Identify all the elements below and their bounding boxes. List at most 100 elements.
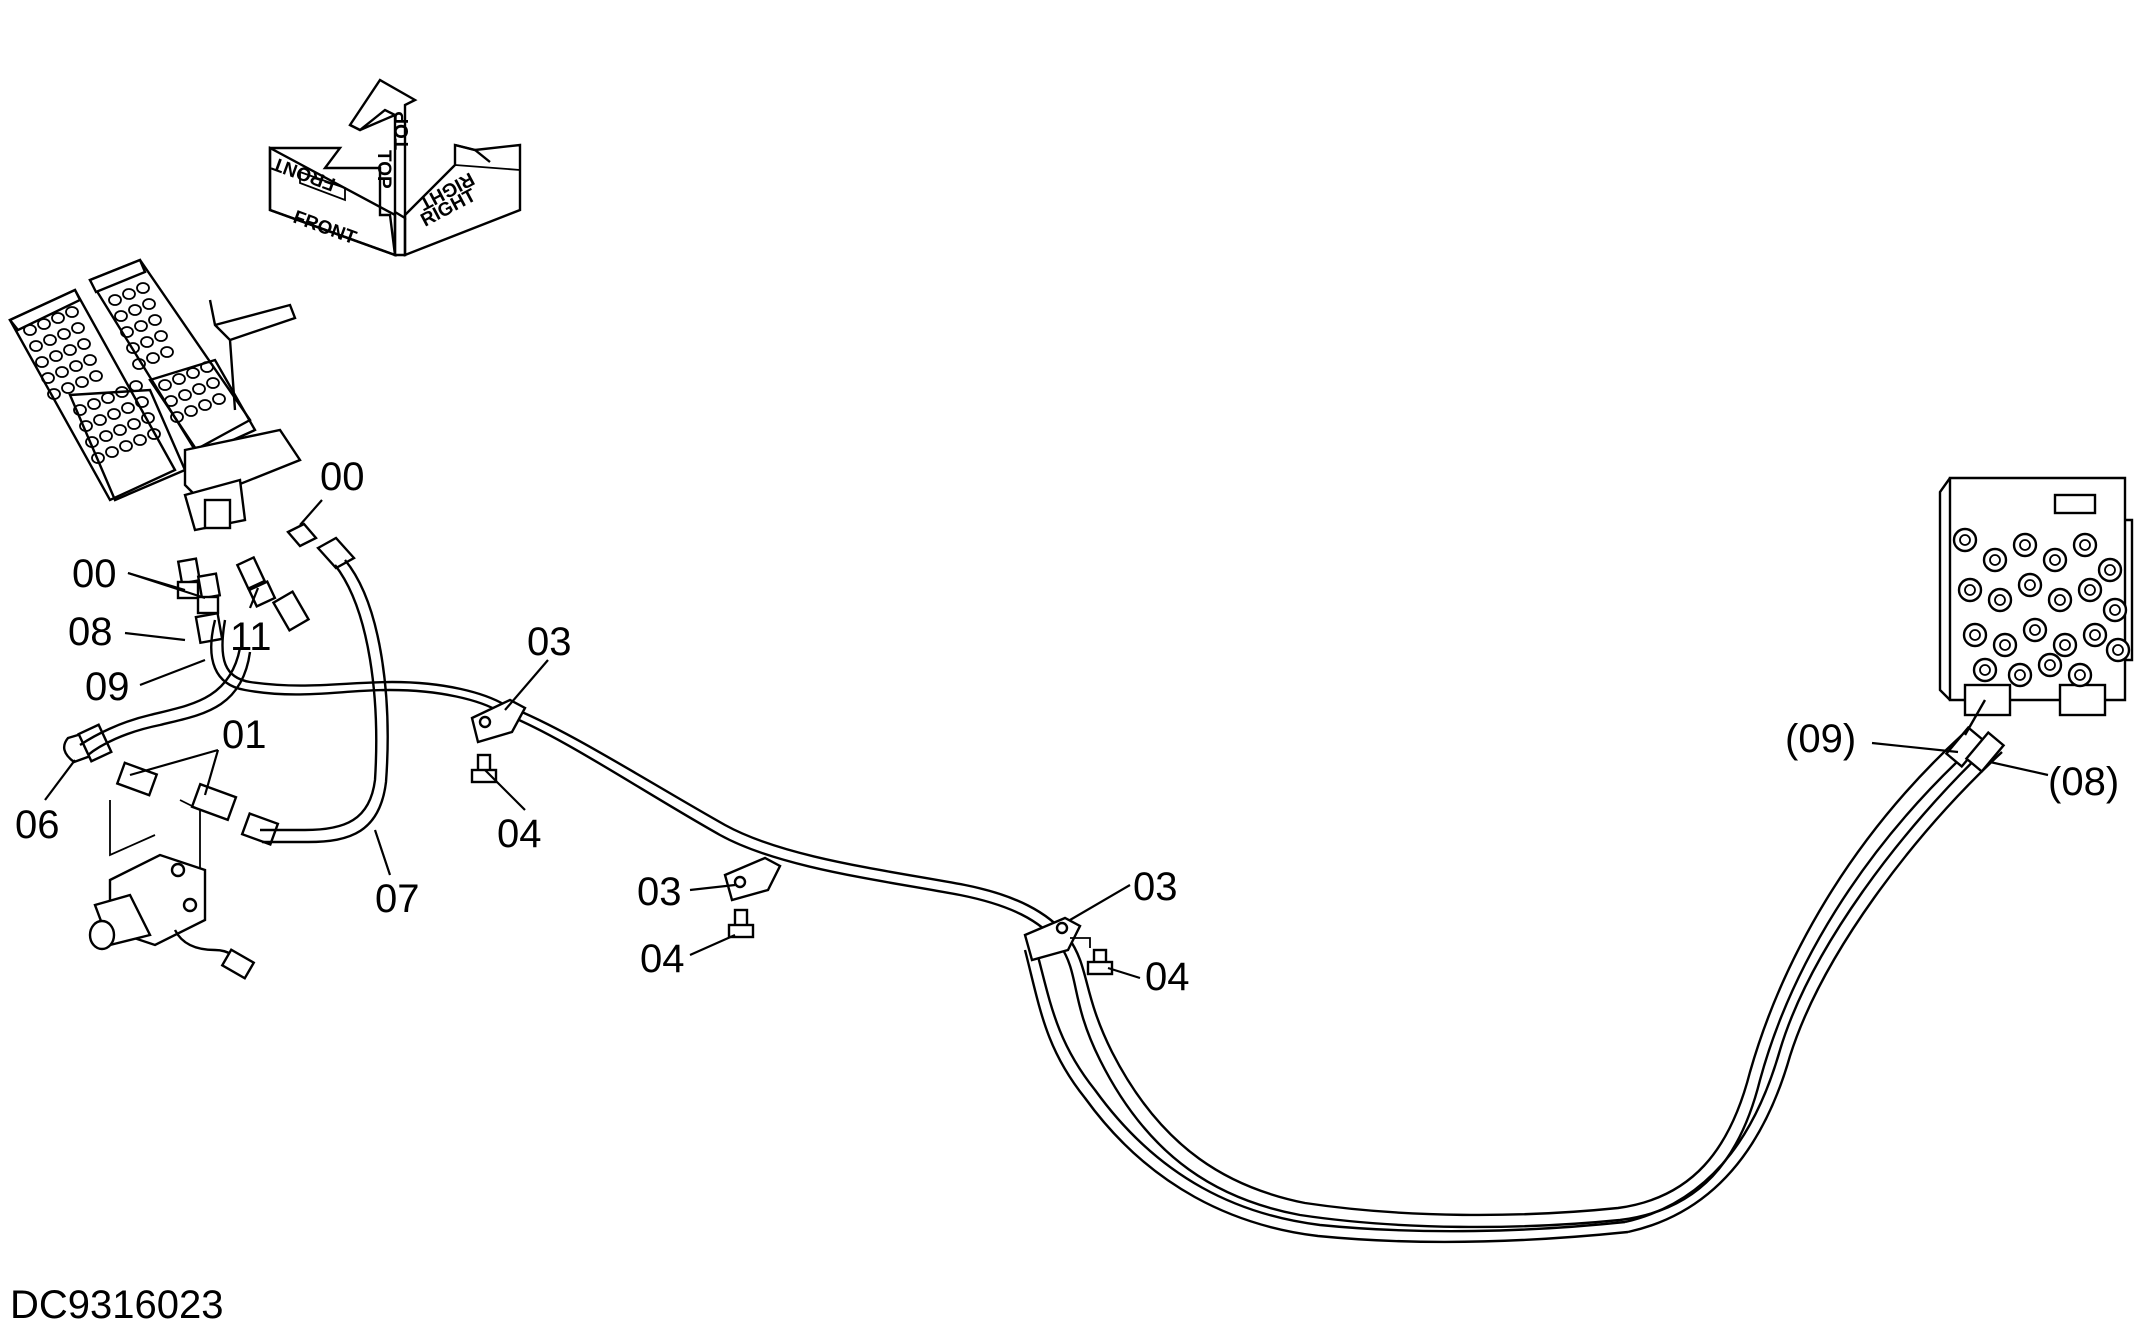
grip-oval — [158, 379, 172, 391]
callout-06: 06 — [15, 803, 60, 847]
grip-oval — [170, 411, 184, 423]
grip-oval — [122, 288, 136, 300]
valve-port-inner — [1994, 594, 2006, 606]
front-label: FRONT — [290, 207, 359, 249]
grip-oval — [85, 436, 99, 448]
grip-oval — [120, 326, 134, 338]
grip-oval — [192, 383, 206, 395]
grip-oval — [93, 414, 107, 426]
grip-oval — [91, 452, 105, 464]
valve-port — [2037, 652, 2063, 678]
callout-03-b: 03 — [637, 870, 682, 914]
valve-port — [2052, 632, 2078, 658]
grip-oval — [129, 380, 143, 392]
grip-oval — [75, 376, 89, 388]
valve-outlet-lines — [1963, 699, 1987, 736]
callout-04-c: 04 — [1145, 955, 1190, 999]
grip-oval — [77, 338, 91, 350]
callout-01: 01 — [222, 713, 267, 757]
callout-00-left: 00 — [72, 552, 117, 596]
grip-oval — [113, 424, 127, 436]
valve-port — [1957, 577, 1983, 603]
grip-oval — [178, 389, 192, 401]
drawing-number: DC9316023 — [10, 1283, 224, 1327]
grip-oval — [148, 314, 162, 326]
grip-oval — [87, 398, 101, 410]
grip-oval — [41, 372, 55, 384]
grip-oval — [115, 386, 129, 398]
valve-port — [1972, 657, 1998, 683]
valve-port — [2102, 597, 2128, 623]
grip-oval — [101, 392, 115, 404]
top-label-mirror: TOP — [392, 111, 413, 150]
grip-oval — [136, 282, 150, 294]
grip-oval — [121, 402, 135, 414]
grip-oval — [200, 361, 214, 373]
bolt-04-c — [1086, 948, 1114, 976]
grip-oval — [83, 354, 97, 366]
grip-oval — [128, 304, 142, 316]
valve-port — [2017, 572, 2043, 598]
orientation-arrow-icon: FRONT FRONT TOP TOP RIGHT RIGHT — [268, 78, 522, 257]
valve-port — [2012, 532, 2038, 558]
grip-oval — [127, 418, 141, 430]
valve-port — [2007, 662, 2033, 688]
grip-oval — [47, 388, 61, 400]
valve-port-inner — [1989, 554, 2001, 566]
valve-port-inner — [2084, 584, 2096, 596]
grip-oval — [198, 399, 212, 411]
valve-port-inner — [2059, 639, 2071, 651]
valve-port — [2105, 637, 2131, 663]
callout-07: 07 — [375, 877, 420, 921]
top-label: TOP — [373, 150, 394, 189]
valve-port-inner — [2109, 604, 2121, 616]
grip-oval — [206, 377, 220, 389]
valve-port — [2047, 587, 2073, 613]
bolt-04-a — [470, 753, 498, 784]
hose-end-08 — [1964, 730, 2006, 774]
grip-oval — [23, 324, 37, 336]
valve-port-pattern — [1952, 527, 2131, 688]
grip-oval — [55, 366, 69, 378]
valve-port-inner — [2024, 579, 2036, 591]
grip-oval — [140, 336, 154, 348]
valve-port-inner — [1999, 639, 2011, 651]
grip-oval — [69, 360, 83, 372]
valve-port-inner — [2014, 669, 2026, 681]
valve-port — [2077, 577, 2103, 603]
grip-oval — [79, 420, 93, 432]
grip-oval — [37, 318, 51, 330]
valve-port — [1952, 527, 1978, 553]
valve-port-inner — [2049, 554, 2061, 566]
grip-oval — [146, 352, 160, 364]
grip-oval — [134, 320, 148, 332]
grip-oval — [135, 396, 149, 408]
valve-port-inner — [2029, 624, 2041, 636]
front-label-mirror: FRONT — [269, 152, 338, 194]
grip-oval — [164, 395, 178, 407]
callout-11: 11 — [230, 615, 272, 659]
grip-oval — [43, 334, 57, 346]
grip-oval — [65, 306, 79, 318]
grip-oval — [35, 356, 49, 368]
valve-port-inner — [2079, 539, 2091, 551]
valve-port — [2082, 622, 2108, 648]
grip-oval — [61, 382, 75, 394]
valve-port — [1992, 632, 2018, 658]
travel-pedal-assembly — [8, 258, 302, 532]
callout-04-a: 04 — [497, 812, 542, 856]
grip-oval — [29, 340, 43, 352]
grip-oval — [108, 294, 122, 306]
clamp-03-a — [470, 698, 527, 744]
grip-oval — [147, 428, 161, 440]
valve-port — [2042, 547, 2068, 573]
grip-oval — [160, 346, 174, 358]
pilot-hose-08-09 — [79, 619, 2003, 1243]
callout-03-c: 03 — [1133, 865, 1178, 909]
grip-oval — [141, 412, 155, 424]
hose-07 — [260, 559, 389, 844]
callout-04-b: 04 — [640, 937, 685, 981]
grip-oval — [107, 408, 121, 420]
grip-oval — [132, 358, 146, 370]
